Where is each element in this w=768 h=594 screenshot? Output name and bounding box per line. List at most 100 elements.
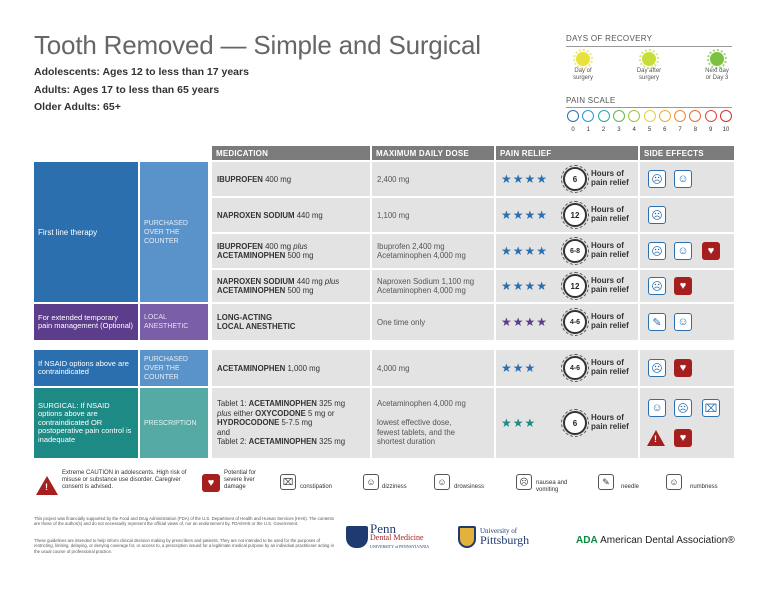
pain-face-icon	[658, 110, 671, 122]
group-nsaid: If NSAID options above are contraindicat…	[34, 350, 138, 386]
pain-scale-number: 2	[601, 127, 606, 133]
recovery-title: DAYS OF RECOVERY	[566, 34, 653, 43]
numbness-icon: ☺	[666, 474, 682, 490]
group-otc-2: PURCHASED OVER THE COUNTER	[140, 350, 208, 386]
nausea-icon: ☹	[674, 399, 692, 417]
needle-icon: ✎	[648, 313, 666, 331]
stars: ★★★	[501, 415, 537, 430]
group-surgical: SURGICAL: If NSAID options above are con…	[34, 388, 138, 458]
header-side-effects: SIDE EFFECTS	[640, 146, 734, 160]
penn-logo-text: Penn Dental Medicine UNIVERSITY of PENNS…	[370, 521, 430, 549]
nausea-icon: ☹	[648, 206, 666, 224]
sun-icon	[573, 49, 593, 69]
stars: ★★★★	[501, 314, 549, 329]
age-adolescents: Adolescents: Ages 12 to less than 17 yea…	[34, 66, 249, 78]
row-6-medication: ACETAMINOPHEN 1,000 mg	[212, 350, 370, 386]
footnote-guidelines: These guidelines are intended to help in…	[34, 538, 334, 554]
pain-scale-number: 10	[722, 127, 730, 133]
pain-scale-number: 6	[663, 127, 667, 133]
pitt-logo	[458, 526, 476, 548]
constipation-icon: ⌧	[280, 474, 296, 490]
group-otc: PURCHASED OVER THE COUNTER	[140, 162, 208, 302]
row-2-medication: NAPROXEN SODIUM 440 mg	[212, 198, 370, 232]
numbness-icon: ☺	[674, 313, 692, 331]
pain-scale-number: 1	[586, 127, 590, 133]
header-max-dose: MAXIMUM DAILY DOSE	[372, 146, 494, 160]
liver-icon: ♥	[702, 242, 720, 260]
stars: ★★★★	[501, 207, 549, 222]
pain-face-icon	[674, 110, 687, 122]
clock-icon: 6	[561, 165, 589, 193]
clock-icon: 12	[561, 272, 589, 300]
stars: ★★★	[501, 360, 537, 375]
stars: ★★★★	[501, 278, 549, 293]
clock-icon: 12	[561, 201, 589, 229]
drowsiness-icon: ☺	[648, 399, 666, 417]
pain-face-icon	[643, 110, 656, 122]
sun-icon	[639, 49, 659, 69]
header-medication: MEDICATION	[212, 146, 370, 160]
pain-scale-rule	[566, 107, 732, 108]
pitt-logo-text: University of Pittsburgh	[480, 527, 530, 547]
pain-face-icon	[567, 110, 579, 122]
liver-icon: ♥	[674, 429, 692, 447]
legend-needle: needle	[621, 484, 640, 490]
dizziness-icon: ☺	[363, 474, 379, 490]
pain-face-icon	[628, 110, 641, 122]
penn-logo	[346, 526, 368, 548]
age-adults: Adults: Ages 17 to less than 65 years	[34, 84, 220, 96]
pain-face-icon	[689, 110, 702, 122]
page-title: Tooth Removed — Simple and Surgical	[34, 30, 481, 60]
legend-liver: Potential for severe liver damage	[224, 470, 257, 490]
stars: ★★★★	[501, 243, 549, 258]
drowsiness-icon: ☺	[434, 474, 450, 490]
needle-icon: ✎	[598, 474, 614, 490]
pain-face-icon	[704, 110, 717, 122]
stars: ★★★★	[501, 171, 549, 186]
pain-scale-number: 4	[632, 127, 636, 133]
group-extended: For extended temporary pain management (…	[34, 304, 138, 340]
row-6-dose: 4,000 mg	[372, 350, 494, 386]
warning-icon: !	[647, 430, 665, 446]
row-1-dose: 2,400 mg	[372, 162, 494, 196]
age-older-adults: Older Adults: 65+	[34, 101, 121, 113]
ada-logo: ADA American Dental Association®	[576, 535, 735, 546]
sun-icon	[707, 49, 727, 69]
group-first-line: First line therapy	[34, 162, 138, 302]
pain-scale-number: 0	[571, 127, 575, 133]
recovery-rule	[566, 46, 732, 47]
row-2-dose: 1,100 mg	[372, 198, 494, 232]
liver-icon: ♥	[674, 359, 692, 377]
clock-icon: 4-6	[561, 354, 589, 382]
pain-scale-title: PAIN SCALE	[566, 96, 616, 105]
pain-scale-number: 5	[647, 127, 652, 133]
pain-face-icon	[597, 110, 610, 122]
clock-icon: 4-6	[561, 308, 589, 336]
legend-caution: Extreme CAUTION in adolescents. High ris…	[62, 470, 187, 490]
liver-icon: ♥	[674, 277, 692, 295]
nausea-icon: ☹	[648, 277, 666, 295]
nausea-icon: ☹	[516, 474, 532, 490]
pain-face-icon	[582, 110, 595, 122]
pain-scale-number: 7	[678, 127, 682, 133]
pain-face-icon	[720, 110, 732, 122]
group-prescription: PRESCRIPTION	[140, 388, 208, 458]
pain-face-icon	[612, 110, 625, 122]
dizziness-icon: ☺	[674, 242, 692, 260]
legend-drowsiness: drowsiness	[454, 484, 485, 490]
legend-nausea: nausea and vomiting	[536, 480, 568, 493]
